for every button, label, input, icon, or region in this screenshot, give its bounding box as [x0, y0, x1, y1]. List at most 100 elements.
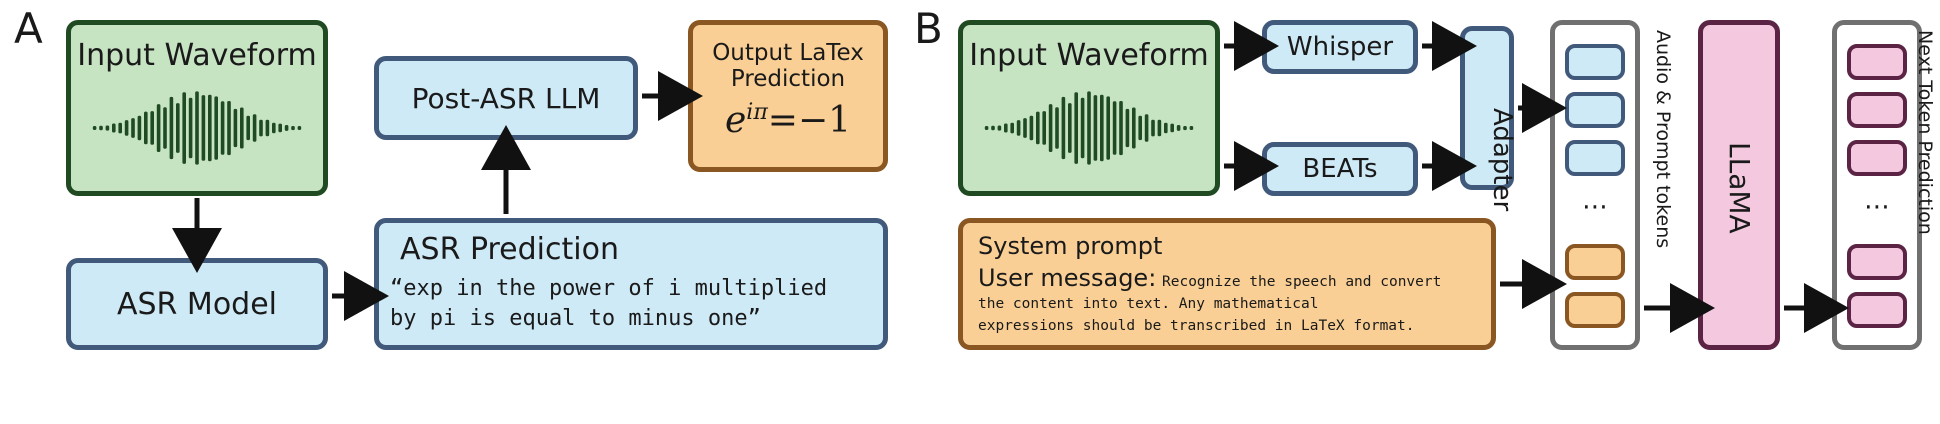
waveform-bar — [1170, 123, 1174, 133]
waveform-bar — [259, 119, 263, 137]
prompt-token-1 — [1565, 244, 1625, 280]
asr-prediction-title: ASR Prediction — [400, 232, 619, 267]
output-token-5 — [1847, 292, 1907, 328]
waveform-bar — [1010, 122, 1014, 134]
user-message-line-3: expressions should be transcribed in LaT… — [978, 318, 1415, 334]
waveform-bar — [1164, 122, 1168, 134]
post-asr-llm-label: Post-ASR LLM — [411, 81, 601, 115]
waveform-bar — [188, 97, 193, 159]
asr-prediction-text-line-1: “exp in the power of i multiplied — [390, 276, 828, 301]
panel-a-label: A — [14, 4, 43, 53]
beats-label: BEATs — [1302, 154, 1378, 184]
input-waveform-label-b: Input Waveform — [969, 38, 1209, 73]
waveform-bar — [92, 126, 97, 130]
waveform-bar — [169, 96, 174, 160]
whisper-label: Whisper — [1286, 32, 1394, 62]
waveform-bar — [1042, 111, 1046, 145]
waveform-bar — [1138, 115, 1142, 141]
formula-base: e — [724, 100, 747, 141]
waveform-bar — [1023, 118, 1027, 138]
asr-prediction-text-line-2: by pi is equal to minus one” — [390, 306, 761, 331]
waveform-bar — [246, 115, 250, 141]
waveform-bar — [252, 114, 257, 142]
waveform-b — [984, 91, 1194, 165]
input-waveform-label-a: Input Waveform — [77, 38, 317, 73]
waveform-bar — [272, 122, 276, 134]
waveform-bar — [240, 107, 244, 149]
output-latex-title-line-2: Prediction — [730, 66, 846, 92]
waveform-bar — [265, 119, 270, 137]
waveform-bar — [1132, 107, 1136, 149]
waveform-bar — [156, 104, 161, 152]
waveform-bar — [1151, 119, 1155, 137]
waveform-bar — [233, 108, 238, 148]
output-tokens-ellipsis: ⋯ — [1864, 192, 1890, 222]
output-latex-formula: eiπ=−1 — [688, 100, 888, 141]
whisper-box — [1262, 20, 1418, 74]
waveform-bar — [1176, 125, 1181, 131]
audio-token-1 — [1565, 44, 1625, 80]
waveform-bar — [1183, 126, 1187, 131]
waveform-bar — [227, 101, 231, 156]
waveform-bar — [284, 125, 289, 131]
waveform-bar — [201, 95, 206, 161]
user-message-label: User message: — [978, 264, 1157, 292]
waveform-bar — [124, 120, 129, 136]
waveform-bar — [150, 111, 154, 145]
waveform-bar — [1080, 97, 1085, 159]
waveform-bar — [1074, 92, 1078, 164]
waveform-bar — [1055, 107, 1059, 149]
waveform-bar — [1029, 115, 1034, 141]
waveform-bar — [182, 92, 186, 164]
waveform-bar — [1157, 119, 1162, 137]
waveform-a — [92, 91, 302, 165]
waveform-bar — [1125, 108, 1130, 148]
waveform-bar — [163, 107, 167, 149]
output-latex-box — [688, 20, 888, 172]
waveform-bar — [278, 123, 282, 133]
waveform-bar — [1100, 94, 1104, 162]
waveform-bar — [1016, 120, 1021, 136]
waveform-bar — [297, 126, 302, 130]
audio-token-3 — [1565, 140, 1625, 176]
waveform-bar — [984, 126, 989, 130]
waveform-bar — [1112, 101, 1117, 155]
asr-model-label: ASR Model — [116, 286, 278, 322]
audio-token-2 — [1565, 92, 1625, 128]
waveform-bar — [131, 118, 135, 138]
waveform-bar — [195, 91, 199, 165]
user-message-line-1: Recognize the speech and convert — [1162, 274, 1442, 290]
waveform-bar — [220, 101, 225, 155]
waveform-bar — [112, 123, 116, 133]
waveform-bar — [137, 115, 142, 141]
prompt-token-2 — [1565, 292, 1625, 328]
waveform-bar — [1144, 114, 1149, 142]
panel-b-label: B — [914, 4, 943, 53]
user-message-line-2: the content into text. Any mathematical — [978, 296, 1319, 312]
formula-rhs: =−1 — [767, 100, 852, 141]
waveform-bar — [1093, 95, 1098, 161]
output-token-4 — [1847, 244, 1907, 280]
waveform-bar — [1036, 111, 1040, 145]
input-tokens-ellipsis: ⋯ — [1582, 192, 1608, 222]
output-latex-title-line-1: Output LaTex — [712, 40, 864, 66]
waveform-bar — [144, 111, 148, 145]
waveform-bar — [1048, 104, 1053, 152]
system-prompt-label: System prompt — [978, 232, 1163, 260]
waveform-bar — [176, 103, 180, 153]
waveform-bar — [99, 125, 103, 131]
output-token-2 — [1847, 92, 1907, 128]
prompt-box — [958, 218, 1496, 350]
waveform-bar — [1106, 96, 1110, 160]
waveform-bar — [1004, 123, 1008, 133]
waveform-bar — [118, 122, 122, 134]
waveform-bar — [997, 125, 1002, 131]
waveform-bar — [991, 125, 995, 131]
waveform-bar — [1061, 96, 1066, 160]
waveform-bar — [105, 125, 110, 131]
waveform-bar — [1087, 91, 1091, 165]
output-token-3 — [1847, 140, 1907, 176]
waveform-bar — [1068, 103, 1072, 153]
waveform-bar — [1119, 101, 1123, 156]
waveform-bar — [214, 96, 218, 160]
